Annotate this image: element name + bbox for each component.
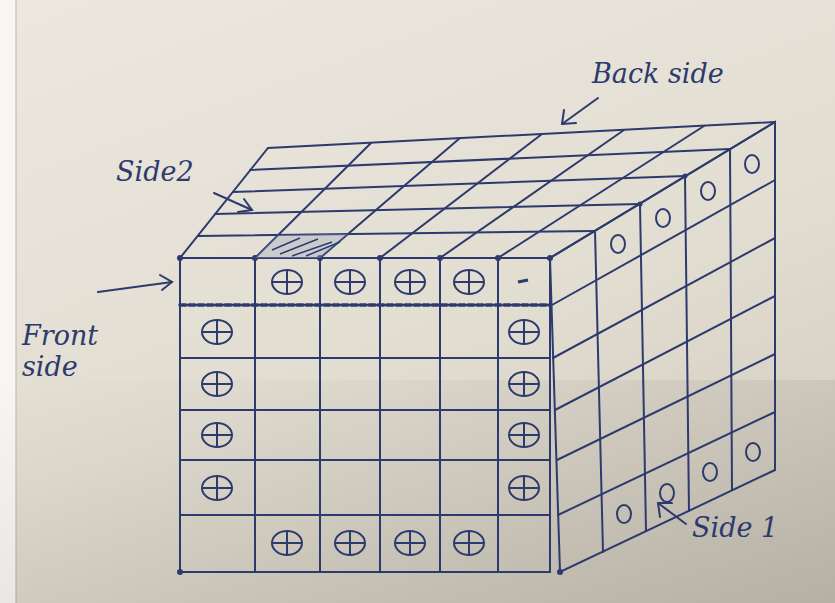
grid-line <box>380 134 542 258</box>
side-label: Back side <box>592 58 762 89</box>
grid-line <box>255 143 371 258</box>
grid-line <box>250 149 730 170</box>
grid-line <box>552 180 775 305</box>
arrow <box>214 193 252 212</box>
arrow <box>658 503 686 524</box>
grid-line <box>180 459 550 461</box>
grid-line <box>198 231 595 236</box>
arrow <box>562 98 598 124</box>
grid-line <box>233 176 685 192</box>
grid-line <box>180 514 550 516</box>
pointer-arrows <box>98 98 686 524</box>
side-label: Side 1 <box>692 512 822 543</box>
right-face <box>550 122 775 572</box>
corner-dots <box>177 174 688 576</box>
grid-line <box>685 176 689 511</box>
cube-grid <box>180 122 775 572</box>
grid-line <box>215 204 640 214</box>
grid-line <box>557 354 775 460</box>
side-label: Front side <box>22 320 114 382</box>
side-label: Side2 <box>116 156 216 187</box>
grid-line <box>558 412 775 515</box>
grid-line <box>180 357 550 359</box>
plus-symbols <box>202 270 539 555</box>
shadow <box>0 380 835 603</box>
hatched-cell <box>255 234 348 258</box>
bold-line <box>180 303 550 307</box>
arrow <box>98 275 172 292</box>
grid-line <box>180 409 550 411</box>
circle-symbols <box>611 155 760 523</box>
grid-line <box>555 296 775 410</box>
grid-line <box>553 238 775 358</box>
front-face <box>180 258 550 572</box>
